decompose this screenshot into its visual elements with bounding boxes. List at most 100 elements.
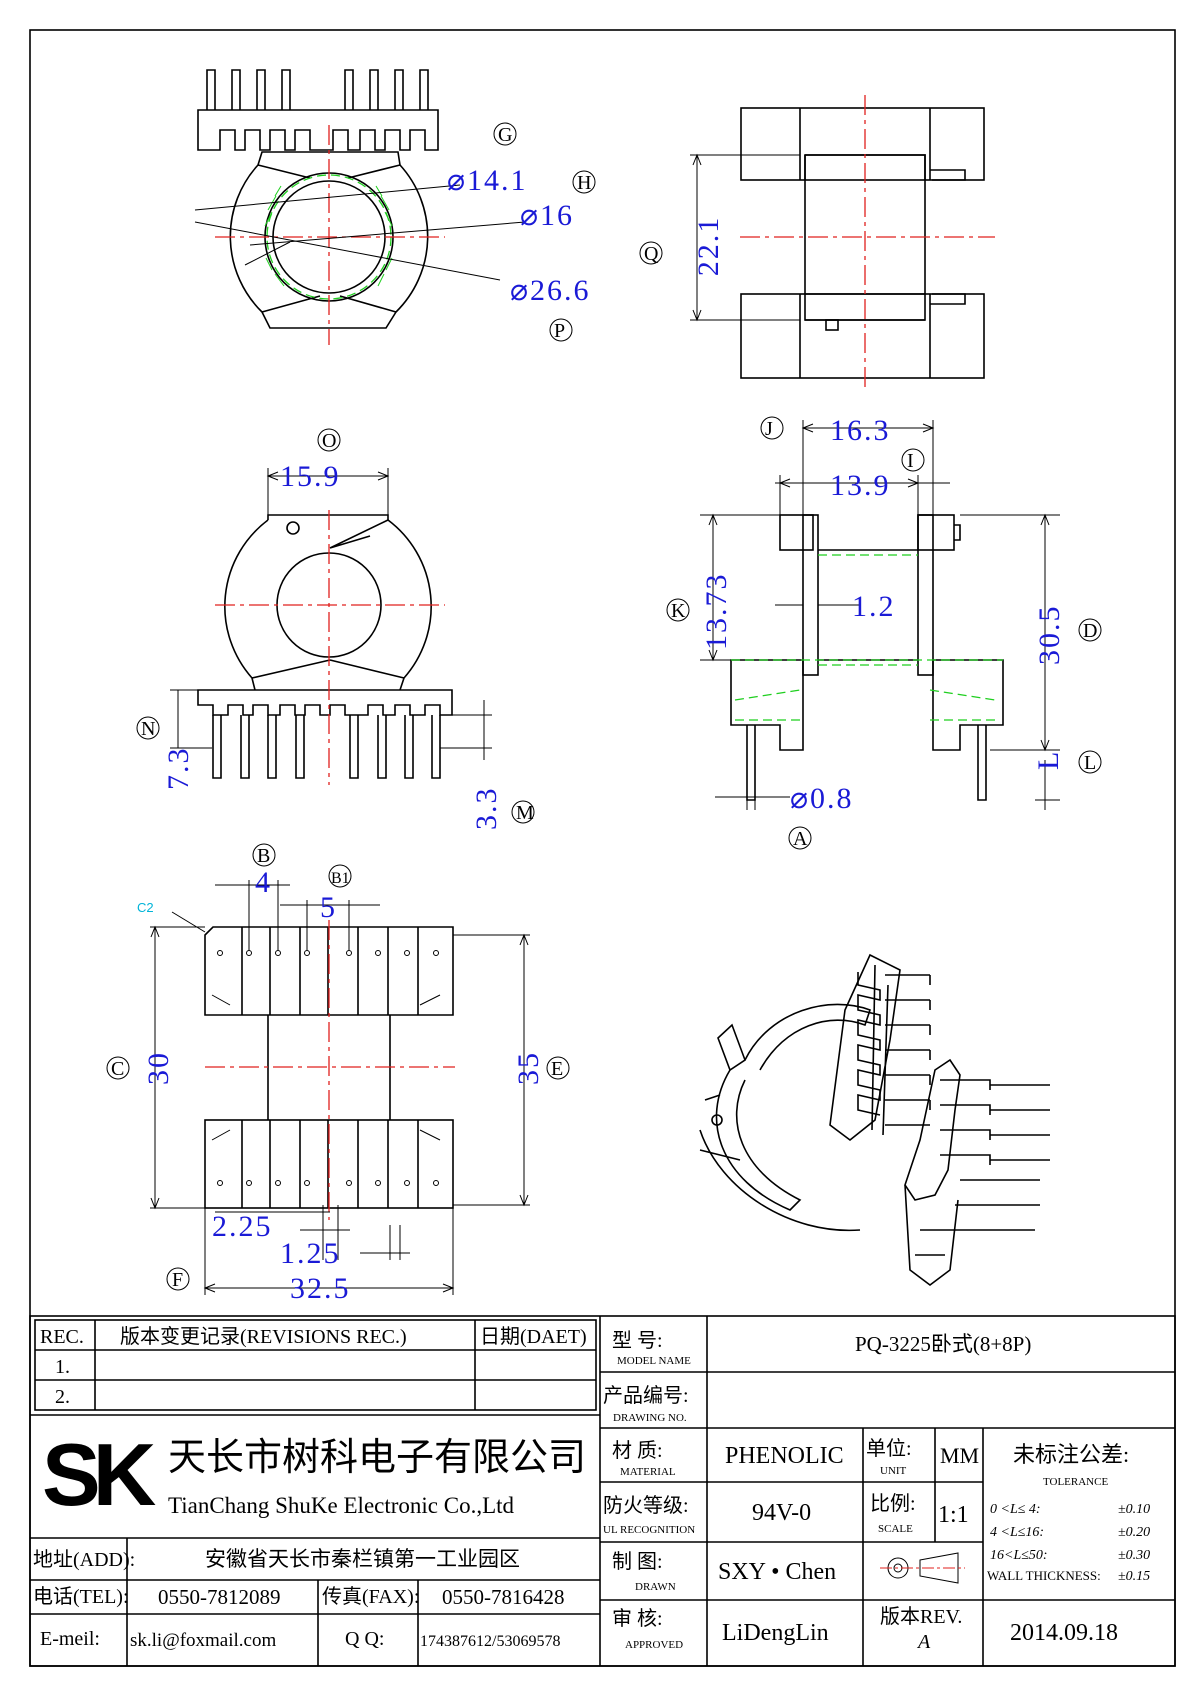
drawing-no-label-en: DRAWING NO. [613,1412,687,1424]
callout-f: F [172,1269,183,1291]
drawn-value: SXY • Chen [718,1559,836,1585]
company-name-cn: 天长市树科电子有限公司 [168,1437,586,1479]
approved-label-en: APPROVED [625,1639,683,1651]
sheet-border [29,29,1176,1667]
view-side-section: 16.3 J 13.9 I 13.73 K 1.2 30.5 D L L ⌀0.… [666,414,1102,850]
material-value: PHENOLIC [725,1443,844,1469]
view-top: C2 4 B 5 B1 30 C 35 E 2.25 1.25 32.5 F [106,843,570,1305]
dim-e: 35 [512,1051,545,1085]
dim-outer-diameter: ⌀26.6 [510,274,591,307]
callout-e: E [551,1058,563,1080]
callout-k: K [671,600,686,622]
dim-1-25: 1.25 [280,1237,341,1270]
rev-label: 版本REV. [880,1605,962,1628]
callout-c: C [111,1058,124,1080]
tolerance-title: 未标注公差: [1013,1442,1129,1467]
dim-o: 15.9 [280,460,341,493]
callout-i: I [907,450,914,472]
date-value: 2014.09.18 [1010,1620,1118,1646]
fax-label: 传真(FAX): [322,1585,419,1608]
title-block: REC. 版本变更记录(REVISIONS REC.) 日期(DAET) 1. … [29,1315,1176,1667]
dim-k: 13.73 [700,573,733,651]
tolerance-value-1: ±0.10 [1118,1502,1150,1517]
email-value: sk.li@foxmail.com [130,1630,276,1651]
qq-value: 174387612/53069578 [420,1633,560,1650]
view-isometric [699,953,1050,1286]
material-label-cn: 材 质: [612,1439,663,1462]
callout-n: N [141,718,155,740]
tolerance-range-1: 0 <L≤ 4: [990,1502,1041,1517]
qq-label: Q Q: [345,1628,384,1650]
dim-m: 3.3 [470,787,503,831]
callout-a: A [793,828,808,850]
address-value: 安徽省天长市秦栏镇第一工业园区 [205,1547,520,1571]
company-logo: SK [42,1425,156,1524]
unit-label-cn: 单位: [866,1437,912,1460]
dim-inner-diameter: ⌀14.1 [447,164,528,197]
email-label: E-meil: [40,1628,100,1650]
unit-label-en: UNIT [880,1465,907,1477]
rev-value: A [916,1631,931,1653]
fax-value: 0550-7816428 [442,1585,565,1609]
model-value: PQ-3225卧式(8+8P) [855,1332,1031,1356]
dim-pin-diameter: ⌀0.8 [790,782,854,815]
scale-value: 1:1 [938,1502,969,1528]
drawn-label-cn: 制 图: [612,1550,663,1573]
wall-thickness-label: WALL THICKNESS: [987,1568,1101,1583]
tel-label: 电话(TEL): [33,1585,129,1608]
material-label-en: MATERIAL [620,1466,676,1478]
callout-j: J [765,418,773,440]
dim-l: L [1032,750,1065,770]
ul-label-en: UL RECOGNITION [603,1524,695,1536]
chamfer-label: C2 [137,900,154,915]
scale-label-cn: 比例: [870,1492,916,1515]
model-label-cn: 型 号: [612,1329,663,1352]
callout-p: P [554,320,565,342]
callout-o: O [322,430,336,452]
scale-label-en: SCALE [878,1523,913,1535]
address-label: 地址(ADD): [33,1548,135,1571]
drawing-no-label-cn: 产品编号: [603,1384,689,1407]
callout-b1: B1 [331,870,350,887]
rev-title: 版本变更记录(REVISIONS REC.) [120,1325,407,1348]
drawn-label-en: DRAWN [635,1581,676,1593]
approved-value: LiDengLin [722,1620,829,1646]
tolerance-value-3: ±0.30 [1118,1548,1150,1563]
callout-h: H [577,172,591,194]
dim-b1: 5 [320,891,337,924]
view-front-bore: ⌀14.1 ⌀16 ⌀26.6 G H P [194,69,596,345]
dim-d: 30.5 [1033,605,1066,666]
approved-label-cn: 审 核: [612,1607,663,1630]
tolerance-en: TOLERANCE [1043,1476,1108,1488]
callout-l: L [1084,752,1096,774]
dim-i: 13.9 [830,469,891,502]
dim-mid-diameter: ⌀16 [520,199,574,232]
rev-row-2: 2. [55,1386,70,1408]
company-name-en: TianChang ShuKe Electronic Co.,Ltd [168,1493,515,1518]
model-label-en: MODEL NAME [617,1355,691,1367]
rev-col-header: REC. [40,1326,84,1348]
callout-m: M [516,802,534,824]
dim-b: 4 [255,866,272,899]
ul-value: 94V-0 [752,1500,811,1526]
tel-value: 0550-7812089 [158,1585,281,1609]
dim-2-25: 2.25 [212,1210,273,1243]
projection-symbol-icon [880,1552,965,1584]
date-col-header: 日期(DAET) [480,1326,587,1348]
dim-q: 22.1 [692,216,725,277]
callout-g: G [498,124,512,146]
callout-d: D [1083,620,1097,642]
ul-label-cn: 防火等级: [603,1494,689,1517]
dim-n: 7.3 [162,747,195,791]
wall-thickness-value: ±0.15 [1118,1569,1150,1584]
dim-f: 32.5 [290,1272,351,1305]
tolerance-range-2: 4 <L≤16: [990,1525,1044,1540]
dim-thickness: 1.2 [852,590,896,623]
callout-b: B [257,845,270,867]
rev-row-1: 1. [55,1356,70,1378]
callout-q: Q [644,243,659,265]
tolerance-range-3: 16<L≤50: [990,1548,1048,1563]
view-side: 22.1 Q [639,95,995,390]
dim-j: 16.3 [830,414,891,447]
